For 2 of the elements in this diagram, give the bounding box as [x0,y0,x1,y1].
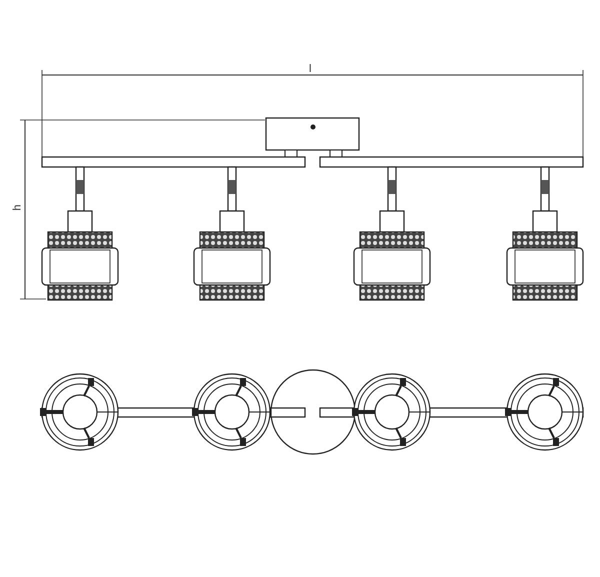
dimension-label: l [309,64,312,75]
dimension-label: h [12,204,24,211]
